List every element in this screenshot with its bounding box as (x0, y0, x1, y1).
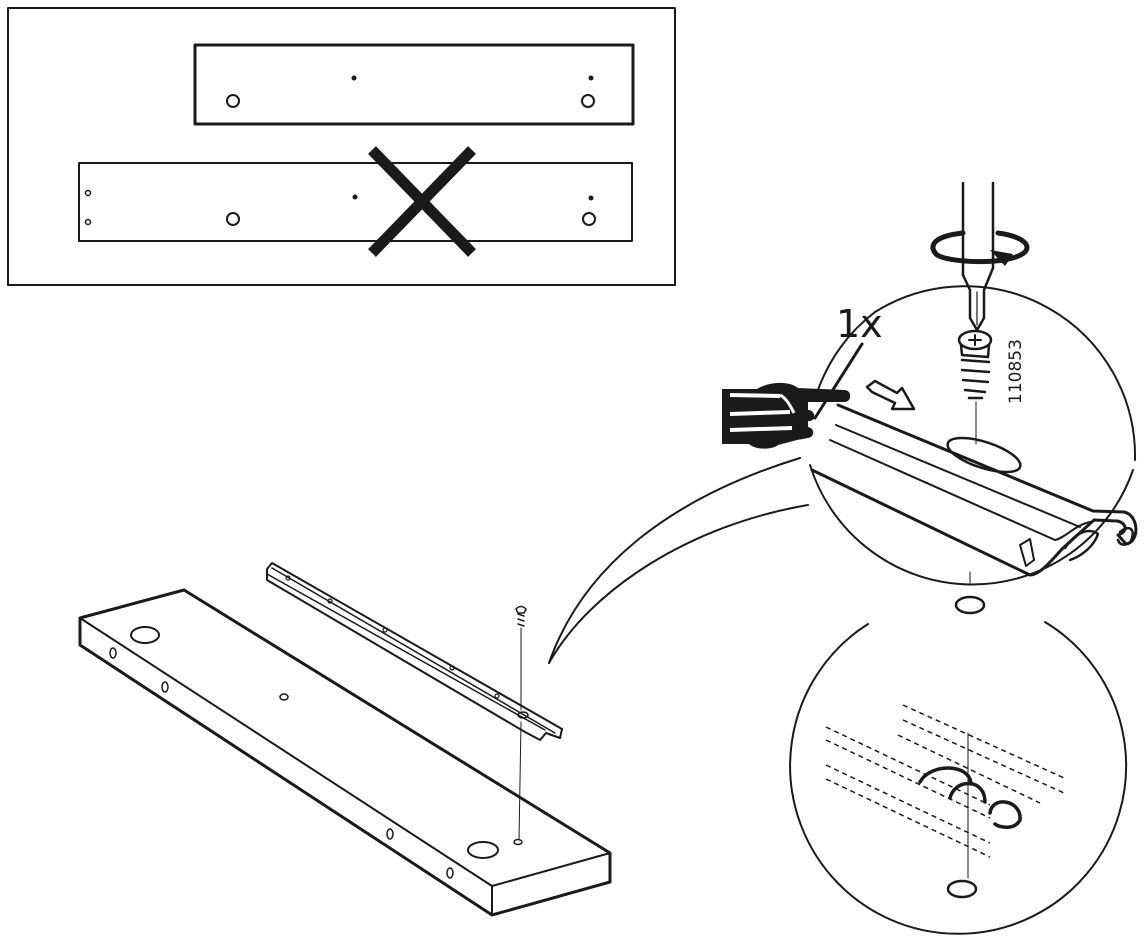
alignment-rings (918, 766, 1022, 829)
incorrect-rail-view (78, 162, 633, 242)
shelf-board (78, 588, 612, 917)
drawer-rail (266, 562, 563, 741)
detail-circle-top: 110853 1x (722, 181, 1138, 615)
screw (957, 329, 993, 445)
correct-rail-view (193, 43, 635, 126)
board-hole (946, 879, 978, 899)
rail-detail (810, 342, 1138, 615)
pointing-hand-icon (722, 382, 851, 449)
small-screw (515, 605, 527, 841)
orientation-panel (7, 7, 676, 286)
push-arrow-icon (865, 379, 916, 411)
screwdriver (961, 181, 995, 332)
part-number: 110853 (1006, 339, 1026, 404)
clockwise-rotate-icon (930, 230, 1030, 266)
detail-circle-bottom (789, 621, 1128, 935)
orientation-panel-frame (7, 7, 676, 286)
incorrect-cross-icon (368, 146, 476, 257)
detail-callout-pointer (548, 457, 809, 664)
quantity-label: 1x (836, 302, 883, 346)
dashed-guide-lines (825, 704, 1065, 858)
